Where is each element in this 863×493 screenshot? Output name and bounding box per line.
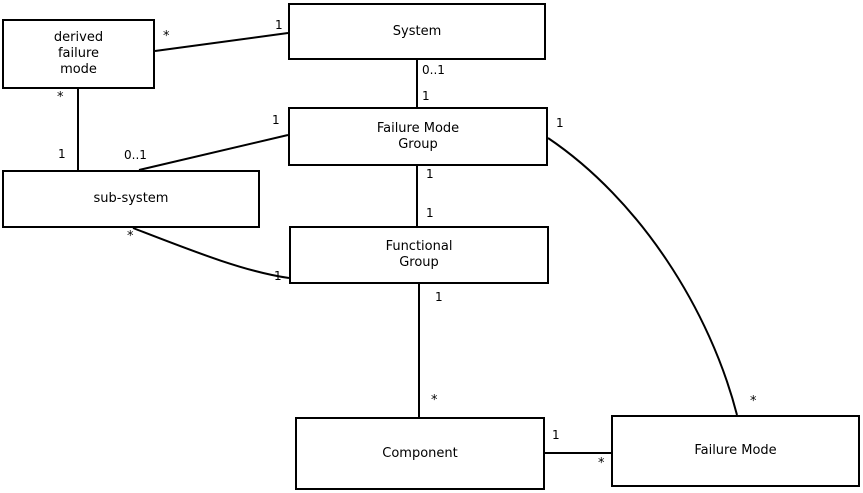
- multiplicity-failure-mode-group-to-system-one: 1: [422, 89, 430, 103]
- multiplicity-sub-system-to-derived-failure-mode-one: 1: [58, 147, 66, 161]
- multiplicity-system-to-derived-failure-mode-one: 1: [275, 18, 283, 32]
- multiplicity-failure-mode-group-to-failure-mode-one: 1: [556, 116, 564, 130]
- multiplicity-system-to-failure-mode-group-zero-one: 0..1: [422, 63, 445, 77]
- multiplicity-functional-group-to-component-one: 1: [435, 290, 443, 304]
- multiplicity-derived-failure-mode-to-system-star: *: [163, 29, 170, 44]
- class-box-failure-mode-group[interactable]: Failure Mode Group: [288, 107, 548, 166]
- multiplicity-failure-mode-group-to-functional-group-one: 1: [426, 167, 434, 181]
- edge-sub-system--functional-group: [132, 227, 290, 279]
- multiplicity-derived-failure-mode-to-sub-system-star: *: [57, 90, 64, 105]
- edge-sub-system--failure-mode-group: [138, 134, 289, 171]
- edge-failure-mode-group--failure-mode: [547, 137, 738, 416]
- class-box-failure-mode[interactable]: Failure Mode: [611, 415, 860, 487]
- class-name-system: System: [392, 23, 442, 39]
- multiplicity-sub-system-to-failure-mode-group-zero-one: 0..1: [124, 148, 147, 162]
- class-box-derived-failure-mode[interactable]: derived failure mode: [2, 19, 155, 89]
- class-name-failure-mode-group: Failure Mode Group: [376, 120, 460, 152]
- edge-derived-failure-mode--system: [154, 32, 289, 52]
- class-name-derived-failure-mode: derived failure mode: [53, 30, 104, 77]
- class-box-system[interactable]: System: [288, 3, 546, 60]
- class-name-sub-system: sub-system: [93, 191, 169, 206]
- class-name-functional-group: Functional Group: [385, 239, 453, 270]
- multiplicity-functional-group-to-sub-system-one: 1: [274, 269, 282, 283]
- multiplicity-failure-mode-group-to-sub-system-one: 1: [272, 113, 280, 127]
- class-box-component[interactable]: Component: [295, 417, 545, 490]
- class-box-sub-system[interactable]: sub-system: [2, 170, 260, 228]
- multiplicity-failure-mode-to-component-star: *: [598, 456, 605, 471]
- multiplicity-component-to-functional-group-star: *: [431, 393, 438, 408]
- multiplicity-failure-mode-to-failure-mode-group-star: *: [750, 394, 757, 409]
- class-name-failure-mode: Failure Mode: [694, 443, 777, 458]
- multiplicity-sub-system-to-functional-group-star: *: [127, 229, 134, 244]
- multiplicity-functional-group-to-failure-mode-group-one: 1: [426, 206, 434, 220]
- multiplicity-component-to-failure-mode-one: 1: [552, 428, 560, 442]
- class-name-component: Component: [382, 445, 458, 461]
- class-box-functional-group[interactable]: Functional Group: [289, 226, 549, 284]
